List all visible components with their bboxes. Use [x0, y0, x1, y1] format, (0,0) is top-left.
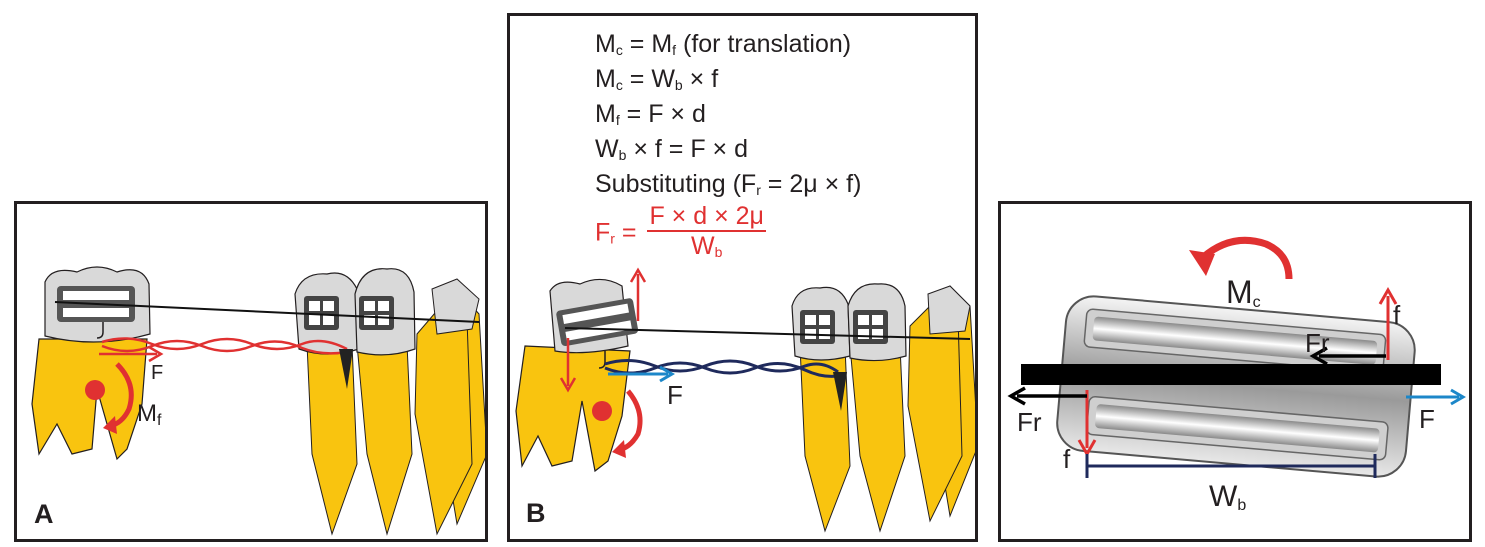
- molar-tooth: [31, 266, 151, 461]
- fr-arrow-left: [1007, 386, 1087, 406]
- force-arrow: [1406, 388, 1466, 406]
- f-top-label: f: [1393, 300, 1401, 330]
- equation-2: Mc = Wb × f: [595, 65, 719, 93]
- panel-a-drawing: [31, 266, 485, 536]
- force-label: F: [1419, 404, 1435, 434]
- up-force-arrow: [629, 267, 647, 321]
- hook-icon: [96, 322, 104, 339]
- width-label: Wb: [1209, 480, 1247, 514]
- equation-3: Mf = F × d: [595, 100, 706, 128]
- premolar-teeth: [294, 268, 416, 536]
- moment-arrow: [103, 362, 134, 434]
- archwire: [54, 301, 480, 323]
- panel-label-b: B: [526, 498, 546, 528]
- width-dimension: [1085, 454, 1377, 478]
- fr-arrow-right: [1309, 346, 1386, 366]
- archwire: [1021, 364, 1441, 385]
- force-arrow: [608, 365, 675, 383]
- numerator: F × d × 2μ: [647, 202, 766, 232]
- fraction: F × d × 2μ Wb: [647, 202, 766, 266]
- elastic-chain: [101, 337, 348, 355]
- down-force-arrow: [559, 338, 577, 393]
- equation-5: Substituting (Fr = 2μ × f): [595, 170, 862, 198]
- bracket: [1056, 295, 1416, 478]
- panel-c-drawing: [1007, 236, 1466, 478]
- moment-arrow: [1189, 236, 1293, 280]
- center-of-resistance: [85, 380, 105, 400]
- moment-arrow: [612, 389, 643, 458]
- f-bottom-label: f: [1063, 444, 1071, 474]
- force-label: F: [667, 380, 683, 410]
- equation-4: Wb × f = F × d: [595, 135, 749, 163]
- moment-label: Mc: [1226, 274, 1261, 311]
- molar-tooth: [515, 278, 639, 473]
- archwire: [564, 327, 971, 340]
- center-of-resistance: [592, 401, 612, 421]
- force-arrow: [99, 345, 164, 363]
- f-arrow-up: [1378, 286, 1398, 360]
- fr-right-label: Fr: [1305, 328, 1330, 358]
- panel-label-a: A: [34, 499, 54, 529]
- premolar-teeth: [791, 283, 907, 533]
- elastic-chain: [604, 359, 839, 378]
- anchor-screw-icon: [339, 349, 353, 389]
- denominator: Wb: [690, 232, 723, 260]
- distal-teeth: [414, 278, 485, 536]
- moment-label: Mf: [137, 400, 162, 429]
- fr-left-label: Fr: [1017, 407, 1042, 437]
- panel-b: Mc = Mf (for translation) Mc = Wb × f Mf…: [507, 13, 978, 542]
- final-equation: Fr = F × d × 2μ Wb: [595, 202, 766, 266]
- hook-icon: [598, 351, 606, 369]
- panel-b-drawing: [515, 267, 975, 533]
- force-label: F: [151, 362, 164, 384]
- panel-c: Mc f Fr Fr F f Wb: [998, 201, 1472, 542]
- equation-1: Mc = Mf (for translation): [595, 30, 852, 58]
- distal-teeth: [907, 285, 975, 523]
- anchor-screw-icon: [833, 372, 847, 411]
- panel-a: F Mf A: [14, 201, 488, 542]
